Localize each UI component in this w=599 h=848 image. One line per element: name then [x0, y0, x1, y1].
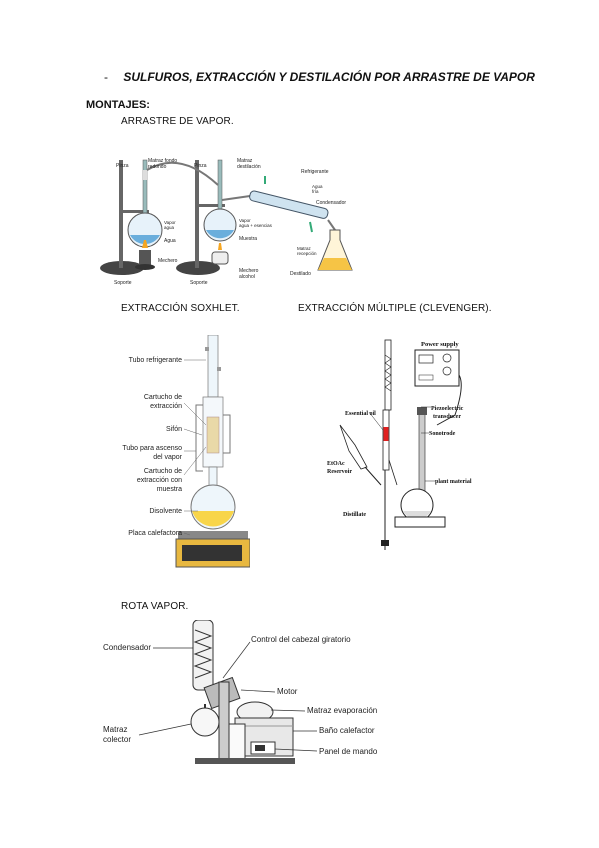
label-matraz-recepcion-1: Matraz — [297, 246, 312, 251]
condenser-coil — [192, 620, 214, 691]
label-matraz-colector-2: colector — [103, 735, 131, 744]
distillation-flask — [146, 159, 251, 242]
label-motor: Motor — [277, 687, 298, 696]
section-soxhlet: EXTRACCIÓN SOXHLET. — [121, 303, 240, 314]
label-soporte-2: Soporte — [190, 280, 208, 286]
label-mechero: Mechero — [158, 258, 178, 264]
label-bano-calefactor: Baño calefactor — [319, 726, 375, 735]
label-sifon: Sifón — [166, 426, 182, 433]
label-agua-fria-1: Agua — [312, 184, 323, 189]
round-bottom-flask — [127, 159, 163, 248]
sample-flask — [394, 488, 446, 528]
clevenger-diagram: Power supply Piezoelectric transducer So… — [327, 339, 472, 550]
label-cartucho-1a: Cartucho de — [144, 394, 182, 401]
label-sonotrode: Sonotrode — [429, 431, 456, 437]
label-tubo-ascenso-a: Tubo para ascenso — [122, 445, 182, 452]
support-stand-2 — [176, 160, 225, 275]
label-piezo-1: Piezoelectric — [431, 406, 464, 412]
section-rota: ROTA VAPOR. — [121, 601, 189, 612]
label-matraz-colector-1: Matraz — [103, 725, 127, 734]
label-vapor-mezcla-1: Vapor — [239, 218, 251, 223]
label-matraz-evaporacion: Matraz evaporación — [307, 706, 377, 715]
rotary-evaporator-diagram: Condensador Control del cabezal giratori… — [103, 620, 378, 764]
label-agua-fria-2: fría — [312, 189, 319, 194]
label-tubo-ascenso-b: del vapor — [153, 454, 182, 461]
label-power-supply: Power supply — [421, 341, 459, 348]
label-vapor-agua-1: Vapor — [164, 220, 176, 225]
label-distillate: Distillate — [343, 512, 366, 518]
label-cartucho-2a: Cartucho de — [144, 468, 182, 475]
label-cartucho-1b: extracción — [150, 403, 182, 410]
label-etoac-2: Reservoir — [327, 469, 352, 475]
essential-oil-trap — [382, 409, 398, 486]
heating-plate — [175, 531, 250, 568]
label-destilado: Destilado — [290, 271, 311, 277]
boiling-flask — [190, 466, 236, 530]
label-pinza-2: Pinza — [194, 163, 207, 169]
section-clevenger: EXTRACCIÓN MÚLTIPLE (CLEVENGER). — [298, 303, 492, 314]
label-mechero-alcohol-2: alcohol — [239, 274, 255, 280]
support-stand-1 — [100, 160, 149, 275]
steam-distillation-diagram: Pinza Matraz fondo redondo Vapor agua Ag… — [100, 158, 353, 286]
label-cartucho-2b: extracción con — [137, 477, 182, 484]
label-tubo-refrigerante: Tubo refrigerante — [129, 357, 183, 364]
condenser-column — [384, 339, 392, 411]
heading-title: SULFUROS, EXTRACCIÓN Y DESTILACIÓN POR A… — [123, 70, 535, 84]
label-matraz-fondo: Matraz fondo — [148, 158, 177, 164]
label-etoac-1: EtOAc — [327, 461, 345, 467]
label-cartucho-2c: muestra — [157, 486, 182, 493]
montajes-label: MONTAJES: — [86, 99, 150, 111]
label-essential-oil: Essential oil — [345, 411, 376, 417]
label-placa-calefactora: Placa calefactora — [128, 530, 182, 537]
condenser — [249, 176, 336, 233]
extraction-chamber — [195, 396, 231, 472]
label-redondo: redondo — [148, 164, 167, 170]
collecting-flask — [190, 704, 220, 737]
label-condensador: Condensador — [316, 200, 346, 206]
label-vapor-agua-2: agua — [164, 225, 175, 230]
label-piezo-2: transducer — [433, 414, 461, 420]
alcohol-burner — [211, 243, 229, 265]
label-muestra: Muestra — [239, 236, 257, 242]
distillate-outlet — [381, 470, 389, 550]
label-panel-mando: Panel de mando — [319, 747, 378, 756]
reflux-condenser — [205, 335, 221, 398]
document-heading: - SULFUROS, EXTRACCIÓN Y DESTILACIÓN POR… — [104, 70, 535, 84]
label-agua: Agua — [164, 238, 176, 244]
receiving-flask — [317, 229, 353, 271]
etoac-reservoir — [339, 424, 382, 486]
section-arrastre: ARRASTRE DE VAPOR. — [121, 116, 234, 127]
label-soporte-1: Soporte — [114, 280, 132, 286]
label-control-cabezal: Control del cabezal giratorio — [251, 635, 351, 644]
label-refrigerante: Refrigerante — [301, 169, 329, 175]
soxhlet-diagram: Tubo refrigerante Cartucho de extracción… — [122, 335, 250, 568]
bunsen-burner — [135, 240, 155, 270]
heading-bullet: - — [104, 70, 108, 84]
label-matraz-dest-1: Matraz — [237, 158, 253, 164]
power-supply-box — [414, 349, 462, 426]
label-condensador: Condensador — [103, 643, 151, 652]
label-plant-material: plant material — [435, 479, 472, 485]
label-vapor-mezcla-2: agua + esencias — [239, 223, 273, 228]
label-matraz-dest-2: destilación — [237, 164, 261, 170]
label-mechero-alcohol-1: Mechero — [239, 268, 259, 274]
label-disolvente: Disolvente — [149, 508, 182, 515]
label-matraz-recepcion-2: recepción — [297, 251, 317, 256]
sonotrode — [417, 407, 427, 501]
stand-base — [195, 681, 295, 764]
label-pinza-1: Pinza — [116, 163, 129, 169]
